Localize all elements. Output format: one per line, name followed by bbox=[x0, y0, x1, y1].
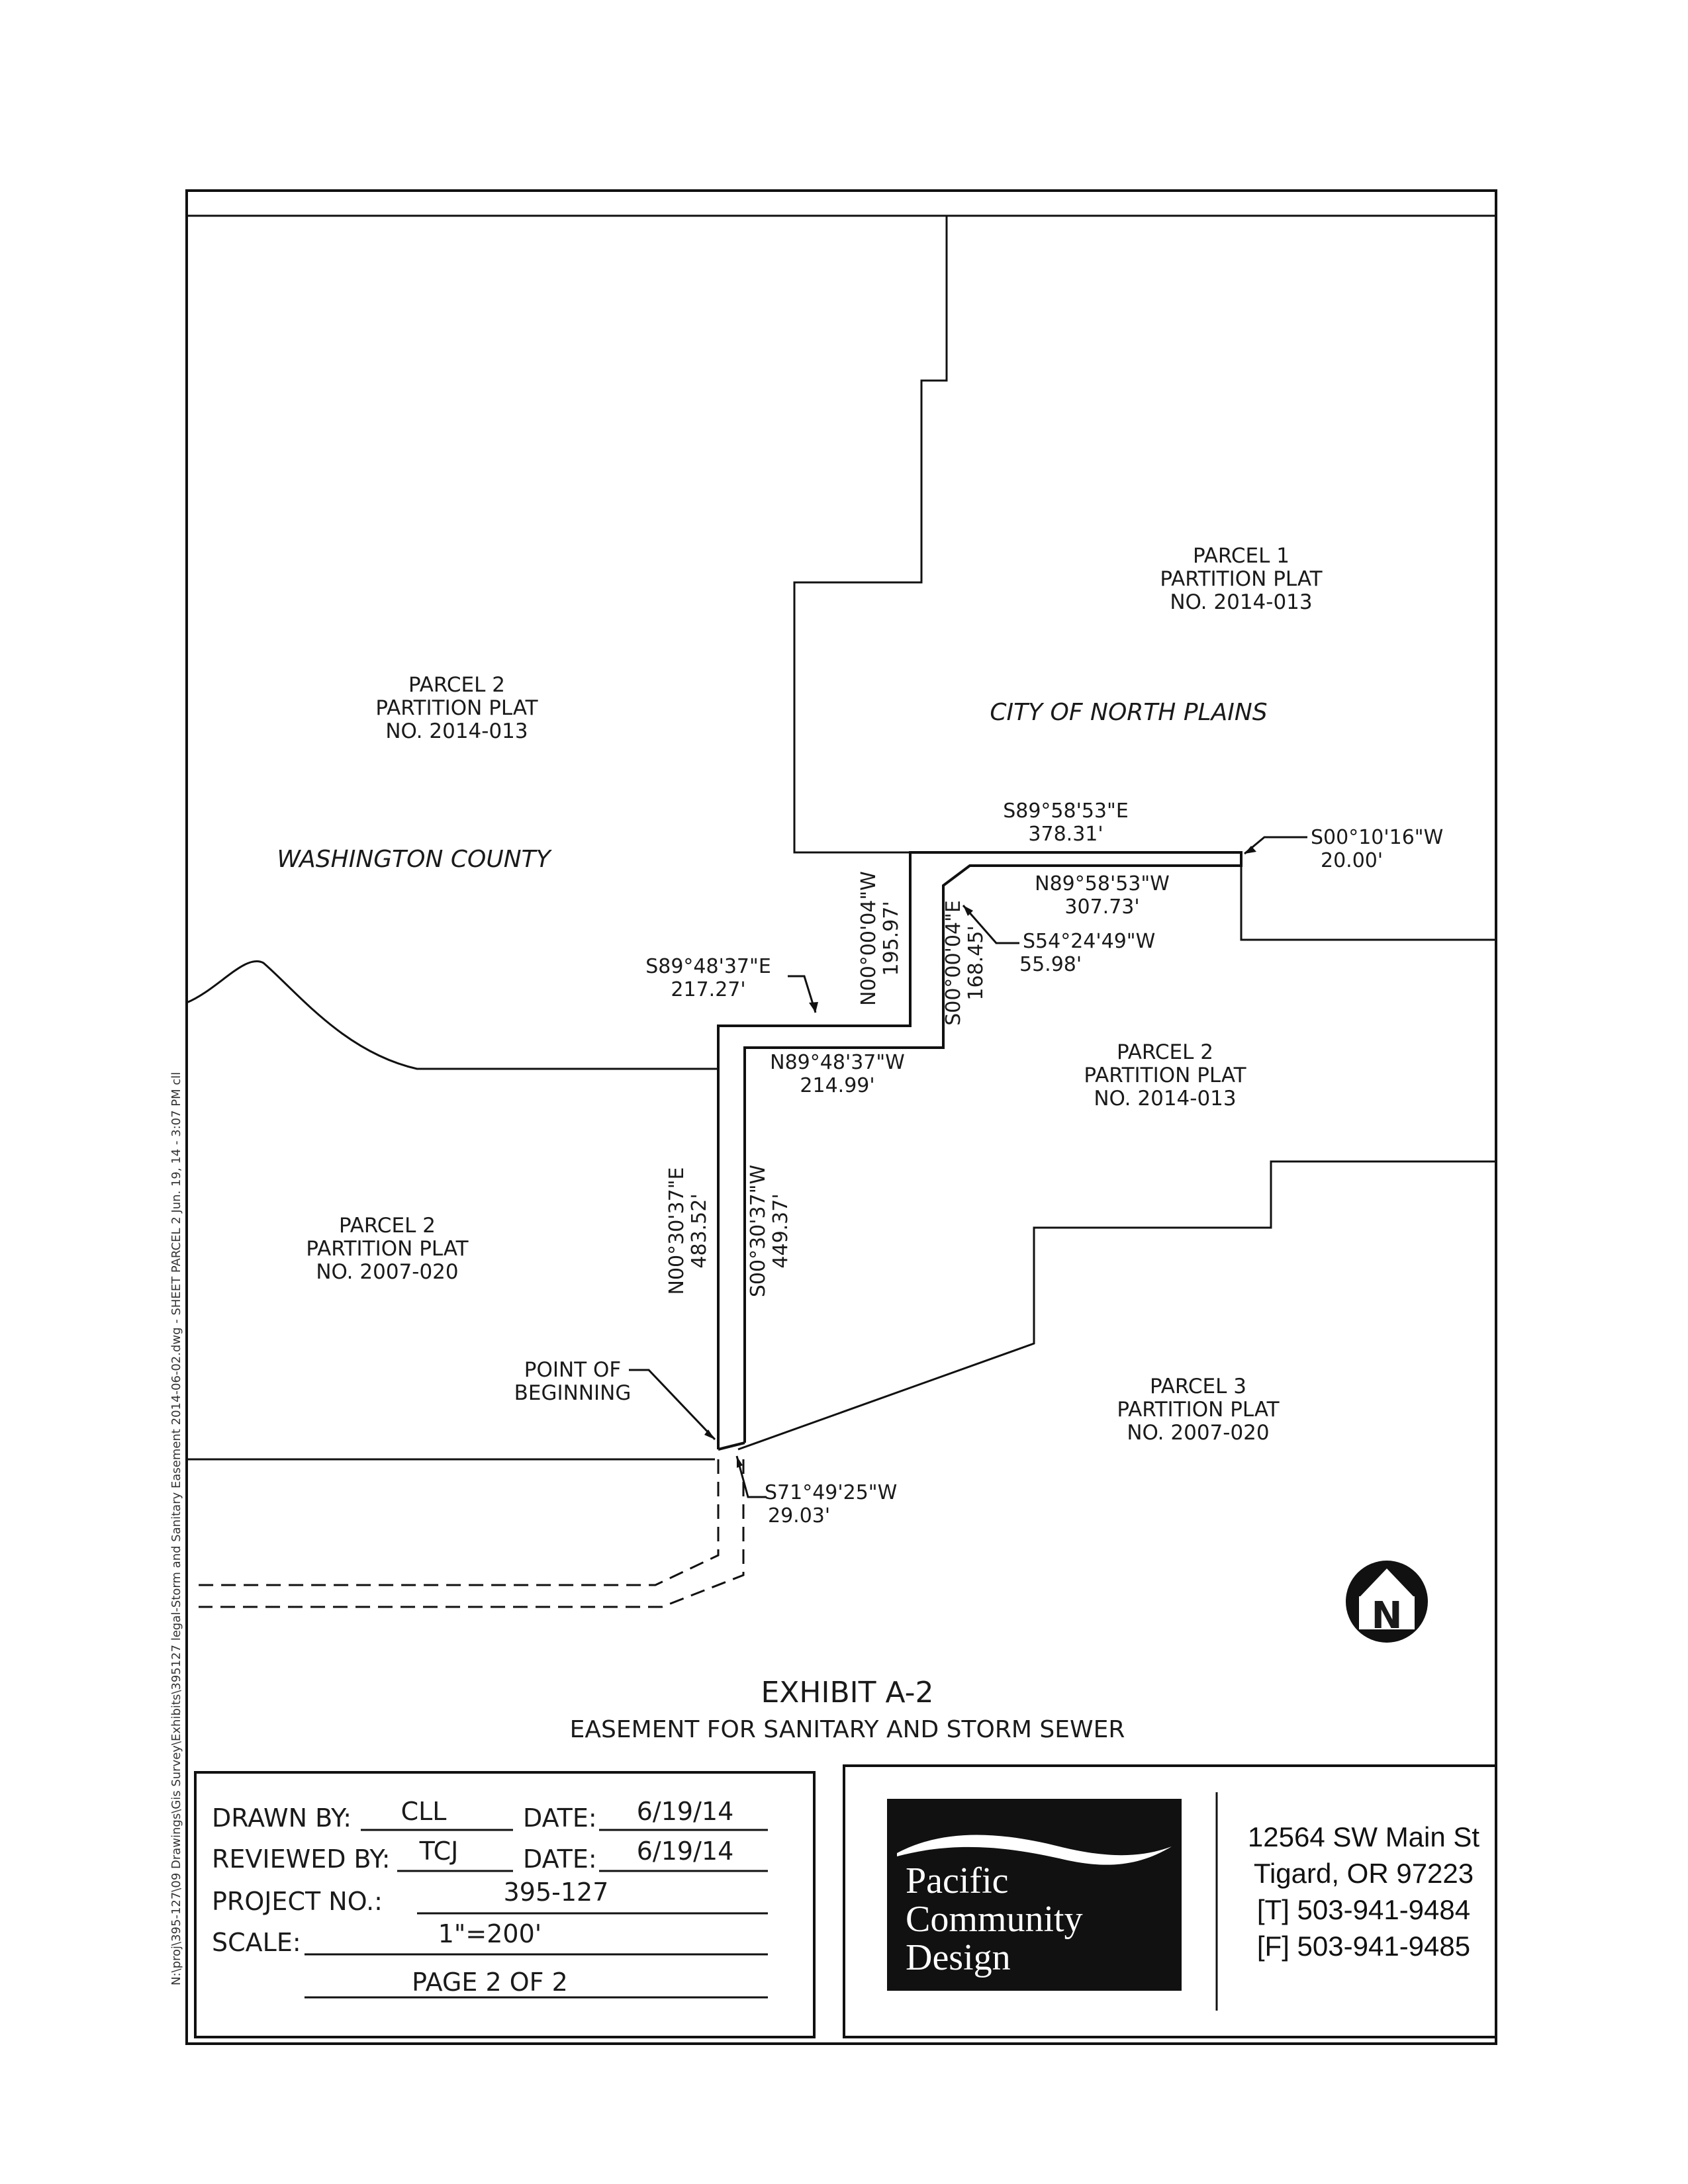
date-value-2: 6/19/14 bbox=[637, 1837, 734, 1866]
sheet-border bbox=[185, 189, 1497, 2045]
company-name-line-2: Community bbox=[906, 1899, 1083, 1940]
course-10-bearing: S00°30'37"W bbox=[747, 1165, 770, 1297]
north-arrow-icon: N bbox=[1346, 1561, 1428, 1643]
company-fax: [F] 503-941-9485 bbox=[1257, 1931, 1470, 1962]
pob-label-line-2: BEGINNING bbox=[514, 1381, 632, 1405]
exhibit-subtitle: EASEMENT FOR SANITARY AND STORM SEWER bbox=[570, 1716, 1125, 1743]
project-no-label: PROJECT NO.: bbox=[212, 1887, 383, 1916]
reviewed-by-label: REVIEWED BY: bbox=[212, 1844, 391, 1874]
course-2-distance: 20.00' bbox=[1321, 849, 1383, 872]
city-label: CITY OF NORTH PLAINS bbox=[990, 699, 1267, 726]
company-address-line-1: 12564 SW Main St bbox=[1248, 1821, 1480, 1852]
course-8-distance: 214.99' bbox=[800, 1074, 874, 1097]
course-1-bearing: S89°58'53"E bbox=[1003, 799, 1129, 823]
title-block-right bbox=[843, 1764, 1497, 2038]
title-block-left bbox=[194, 1771, 816, 2038]
exhibit-title: EXHIBIT A-2 bbox=[761, 1676, 933, 1709]
company-name-line-3: Design bbox=[906, 1937, 1011, 1978]
course-4-distance: 55.98' bbox=[1019, 953, 1082, 976]
county-label: WASHINGTON COUNTY bbox=[277, 846, 552, 873]
existing-sewer-dashed bbox=[199, 1459, 745, 1608]
logo-swoosh-icon bbox=[897, 1835, 1172, 1865]
date-label-2: DATE: bbox=[523, 1844, 597, 1874]
course-6-bearing: N00°00'04"W bbox=[857, 871, 880, 1006]
parcel-2-north-plat-label: PARTITION PLAT bbox=[375, 696, 538, 720]
course-10-distance: 449.37' bbox=[769, 1193, 792, 1268]
course-9-bearing: N00°30'37"E bbox=[665, 1167, 688, 1295]
leader-lines bbox=[629, 836, 1307, 1498]
parcel-boundaries bbox=[186, 216, 1496, 1461]
parcel-1-label: PARCEL 1 bbox=[1193, 544, 1289, 568]
course-2-bearing: S00°10'16"W bbox=[1311, 826, 1443, 849]
parcel-2-north-plat-number: NO. 2014-013 bbox=[385, 719, 528, 743]
parcel-2-south-plat-label: PARTITION PLAT bbox=[306, 1237, 469, 1261]
easement-outline bbox=[717, 851, 1243, 1451]
parcel-2-east-plat-number: NO. 2014-013 bbox=[1094, 1087, 1236, 1111]
parcel-3-plat-label: PARTITION PLAT bbox=[1117, 1398, 1280, 1422]
course-9-distance: 483.52' bbox=[688, 1193, 711, 1268]
date-label-1: DATE: bbox=[523, 1803, 597, 1833]
parcel-3-plat-number: NO. 2007-020 bbox=[1127, 1421, 1269, 1445]
parcel-2-north-label: PARCEL 2 bbox=[408, 673, 505, 697]
course-5-bearing: S00°00'04"E bbox=[942, 900, 965, 1026]
north-arrow-letter: N bbox=[1372, 1594, 1403, 1637]
date-value-1: 6/19/14 bbox=[637, 1797, 734, 1826]
file-path-note: N:\proj\395-127\09 Drawings\Gis Survey\E… bbox=[169, 1072, 183, 1985]
parcel-2-south-label: PARCEL 2 bbox=[339, 1214, 436, 1238]
course-7-bearing: S89°48'37"E bbox=[645, 955, 771, 978]
drawn-by-label: DRAWN BY: bbox=[212, 1803, 352, 1833]
parcel-1-plat-number: NO. 2014-013 bbox=[1170, 590, 1312, 614]
company-phone: [T] 503-941-9484 bbox=[1257, 1894, 1470, 1925]
scale-label: SCALE: bbox=[212, 1928, 301, 1957]
page-number: PAGE 2 OF 2 bbox=[412, 1968, 568, 1997]
company-address-line-2: Tigard, OR 97223 bbox=[1254, 1858, 1474, 1889]
course-5-distance: 168.45' bbox=[964, 925, 988, 1000]
course-6-distance: 195.97' bbox=[880, 901, 903, 976]
drawn-by-value: CLL bbox=[401, 1797, 447, 1826]
pob-label-line-1: POINT OF bbox=[524, 1358, 621, 1382]
company-name-line-1: Pacific bbox=[906, 1860, 1008, 1901]
course-1-distance: 378.31' bbox=[1028, 823, 1103, 846]
project-no-value: 395-127 bbox=[504, 1878, 609, 1907]
title-block-fields: DRAWN BY: CLL DATE: 6/19/14 REVIEWED BY:… bbox=[212, 1797, 768, 1999]
parcel-3-label: PARCEL 3 bbox=[1150, 1375, 1246, 1398]
parcel-2-east-label: PARCEL 2 bbox=[1117, 1040, 1213, 1064]
course-3-bearing: N89°58'53"W bbox=[1035, 872, 1170, 895]
course-4-bearing: S54°24'49"W bbox=[1023, 930, 1155, 953]
parcel-1-plat-label: PARTITION PLAT bbox=[1160, 567, 1323, 591]
course-11-distance: 29.03' bbox=[768, 1504, 830, 1527]
parcel-2-south-plat-number: NO. 2007-020 bbox=[316, 1260, 458, 1284]
course-7-distance: 217.27' bbox=[671, 978, 745, 1001]
parcel-2-east-plat-label: PARTITION PLAT bbox=[1084, 1064, 1246, 1087]
reviewed-by-value: TCJ bbox=[419, 1837, 459, 1866]
company-logo: Pacific Community Design bbox=[887, 1799, 1182, 1991]
scale-value: 1"=200' bbox=[438, 1919, 541, 1948]
course-3-distance: 307.73' bbox=[1064, 895, 1139, 919]
course-11-bearing: S71°49'25"W bbox=[765, 1481, 897, 1504]
course-8-bearing: N89°48'37"W bbox=[770, 1051, 905, 1074]
